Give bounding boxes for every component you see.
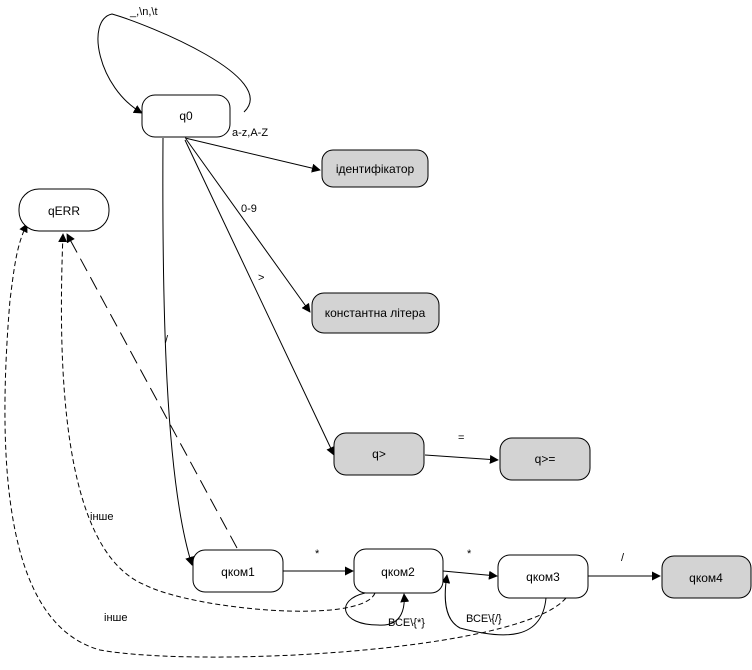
edge-q0-qgt bbox=[184, 139, 335, 456]
edge-qkom3-qerr bbox=[4, 223, 567, 658]
label-other-qkom3: інше bbox=[104, 612, 127, 624]
edge-qkom3-qkom2 bbox=[441, 574, 547, 636]
edge-qkom1-qerr bbox=[66, 233, 238, 549]
edge-q0-self-loop bbox=[97, 13, 251, 114]
node-qkom3: qком3 bbox=[497, 554, 589, 599]
node-identifier: ідентифікатор bbox=[321, 149, 429, 188]
node-qge: q>= bbox=[499, 437, 591, 481]
label-qkom1-qkom2: * bbox=[315, 548, 320, 560]
node-q0: q0 bbox=[141, 94, 231, 138]
label-qgt-qge: = bbox=[458, 432, 464, 444]
label-to-identifier: a-z,A-Z bbox=[232, 127, 268, 139]
edge-q0-identifier bbox=[184, 137, 321, 173]
label-to-qkom1: / bbox=[165, 334, 169, 346]
node-identifier-label: ідентифікатор bbox=[336, 162, 415, 176]
node-qge-label: q>= bbox=[535, 452, 556, 466]
label-qkom3-back: ВСЕ\{/} bbox=[466, 613, 502, 625]
node-qgt: q> bbox=[333, 432, 425, 476]
label-self-loop: _,\n,\t bbox=[129, 6, 158, 18]
edge-qkom2-qerr bbox=[58, 233, 376, 612]
node-qerr-label: qERR bbox=[48, 204, 80, 218]
node-qerr: qERR bbox=[18, 188, 110, 232]
label-other-qkom2: інше bbox=[90, 511, 113, 523]
label-to-qgt: > bbox=[258, 272, 264, 284]
label-to-constant: 0-9 bbox=[241, 203, 257, 215]
node-qkom4-label: qком4 bbox=[689, 571, 723, 585]
label-qkom2-loop: ВСЕ\{*} bbox=[388, 617, 425, 629]
node-constant: константна літера bbox=[311, 292, 440, 334]
edge-q0-qkom1 bbox=[162, 137, 194, 566]
node-q0-label: q0 bbox=[179, 109, 193, 123]
node-qkom1: qком1 bbox=[192, 549, 284, 593]
edges bbox=[4, 13, 661, 658]
edge-q0-constant bbox=[185, 138, 311, 313]
edge-qkom2-qkom3 bbox=[442, 570, 498, 580]
node-qkom2: qком2 bbox=[353, 548, 444, 594]
label-qkom3-qkom4: / bbox=[621, 552, 625, 564]
node-qkom2-label: qком2 bbox=[381, 565, 415, 579]
node-qgt-label: q> bbox=[372, 447, 386, 461]
node-constant-label: константна літера bbox=[325, 306, 426, 320]
edge-qkom2-self-loop bbox=[345, 592, 410, 626]
label-qkom2-qkom3: * bbox=[467, 548, 472, 560]
node-qkom4: qком4 bbox=[661, 555, 752, 599]
node-qkom3-label: qком3 bbox=[526, 570, 560, 584]
edge-qgt-qge bbox=[424, 454, 499, 464]
edge-labels: _,\n,\t a-z,A-Z 0-9 > / = * * / ВСЕ\{*} … bbox=[90, 6, 625, 629]
node-qkom1-label: qком1 bbox=[221, 565, 255, 579]
